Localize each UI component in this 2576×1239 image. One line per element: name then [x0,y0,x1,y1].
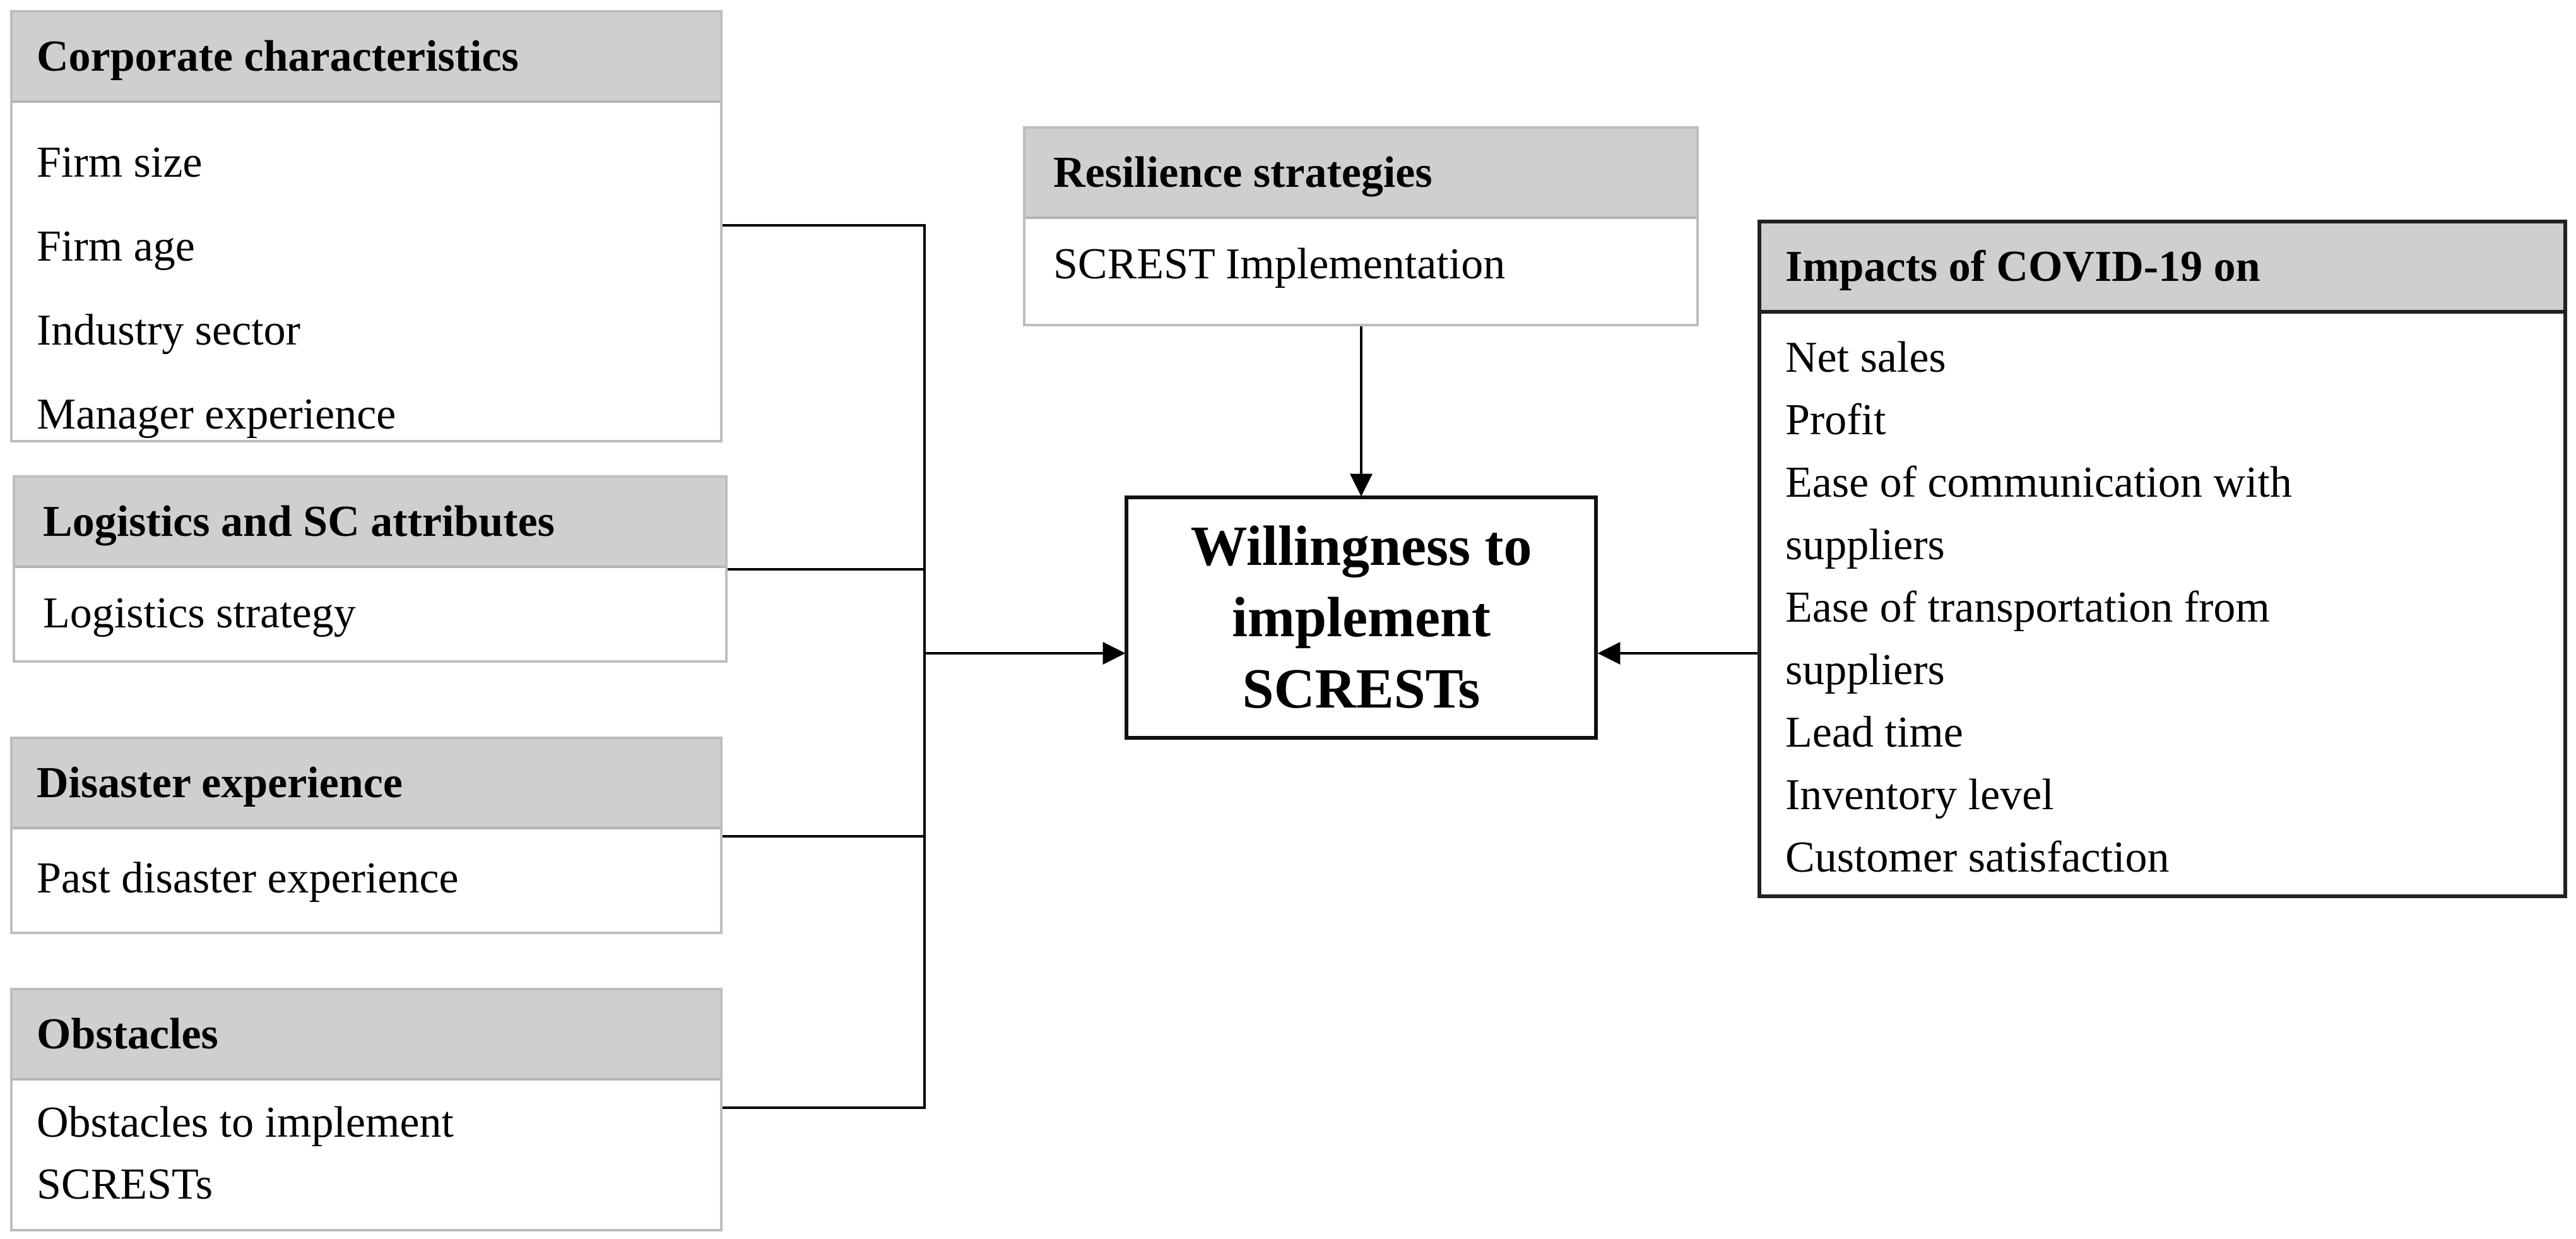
logistics-attributes-header: Logistics and SC attributes [15,478,725,568]
list-item: Ease of communication with suppliers [1785,458,2292,569]
outcome-line: Willingness to [1190,515,1532,578]
disaster-experience-box: Disaster experience Past disaster experi… [10,737,723,934]
resilience-strategies-header: Resilience strategies [1025,129,1696,219]
outcome-line: implement [1232,586,1491,649]
obstacles-header: Obstacles [13,990,720,1081]
list-item: Firm age [37,222,195,271]
list-item: Ease of transportation from suppliers [1785,583,2270,694]
list-item: Net sales [1785,333,1946,382]
list-item: Inventory level [1785,771,2054,819]
corporate-characteristics-box: Corporate characteristics Firm size Firm… [10,10,723,442]
list-item: Obstacles to implement SCRESTs [37,1098,454,1209]
list-item: SCREST Implementation [1053,240,1506,288]
resilience-strategies-box: Resilience strategies SCREST Implementat… [1023,126,1699,326]
list-item: Profit [1785,396,1886,444]
logistics-attributes-box: Logistics and SC attributes Logistics st… [13,475,728,663]
list-item: Industry sector [37,306,300,355]
list-item: Past disaster experience [37,854,459,903]
willingness-outcome-box: Willingness to implement SCRESTs [1125,495,1598,740]
disaster-experience-header: Disaster experience [13,739,720,829]
covid-impacts-header: Impacts of COVID-19 on [1761,223,2563,314]
outcome-line: SCRESTs [1242,658,1480,720]
list-item: Lead time [1785,708,1963,757]
list-item: Firm size [37,138,203,187]
list-item: Manager experience [37,390,396,439]
obstacles-box: Obstacles Obstacles to implement SCRESTs [10,988,723,1231]
list-item: Customer satisfaction [1785,833,2170,882]
list-item: Logistics strategy [43,589,356,637]
covid-impacts-box: Impacts of COVID-19 on Net sales Profit … [1758,220,2567,898]
corporate-characteristics-header: Corporate characteristics [13,13,720,103]
